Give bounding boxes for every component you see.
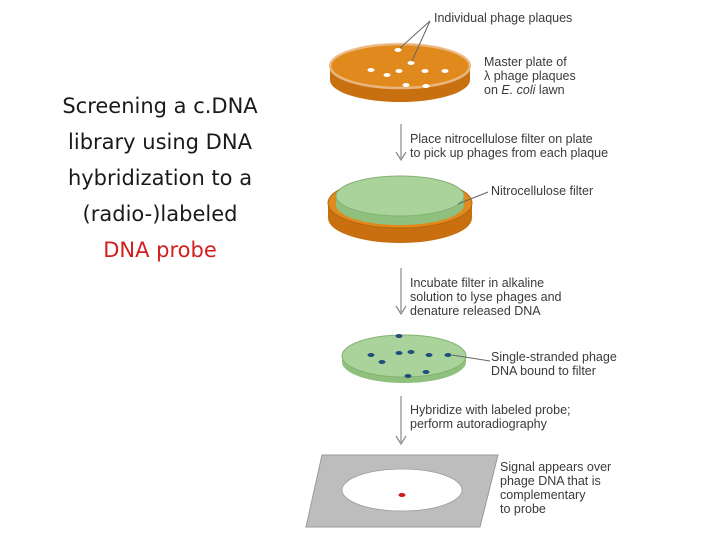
slide-title: Screening a c.DNA library using DNA hybr… bbox=[42, 88, 278, 268]
title-line-3: hybridization to a bbox=[67, 166, 253, 190]
arrow-step-1 bbox=[395, 124, 407, 162]
master-plate bbox=[328, 20, 472, 102]
label-master-plate: Master plate of λ phage plaques on E. co… bbox=[484, 55, 576, 97]
autoradiograph bbox=[305, 454, 499, 528]
title-line-1: Screening a c.DNA bbox=[62, 94, 258, 118]
label-step-hybridize: Hybridize with labeled probe; perform au… bbox=[410, 403, 571, 431]
dna-dots bbox=[367, 334, 452, 378]
arrow-step-2 bbox=[395, 268, 407, 316]
label-individual-plaques: Individual phage plaques bbox=[434, 11, 573, 25]
arrow-step-3 bbox=[395, 396, 407, 446]
signal-dot bbox=[398, 493, 406, 497]
filter-with-dna bbox=[341, 334, 491, 383]
label-single-stranded-dna: Single-stranded phage DNA bound to filte… bbox=[491, 350, 617, 378]
label-step-place-filter: Place nitrocellulose filter on plate to … bbox=[410, 132, 609, 160]
filter-on-plate bbox=[327, 175, 489, 243]
title-line-4: (radio-)labeled bbox=[82, 202, 238, 226]
label-nitrocellulose-filter: Nitrocellulose filter bbox=[491, 184, 594, 198]
plaque-dots bbox=[367, 48, 449, 88]
title-line-2: library using DNA bbox=[68, 130, 252, 154]
label-signal: Signal appears over phage DNA that is co… bbox=[500, 460, 612, 516]
label-step-incubate: Incubate filter in alkaline solution to … bbox=[410, 276, 562, 318]
title-highlight: DNA probe bbox=[103, 238, 217, 262]
